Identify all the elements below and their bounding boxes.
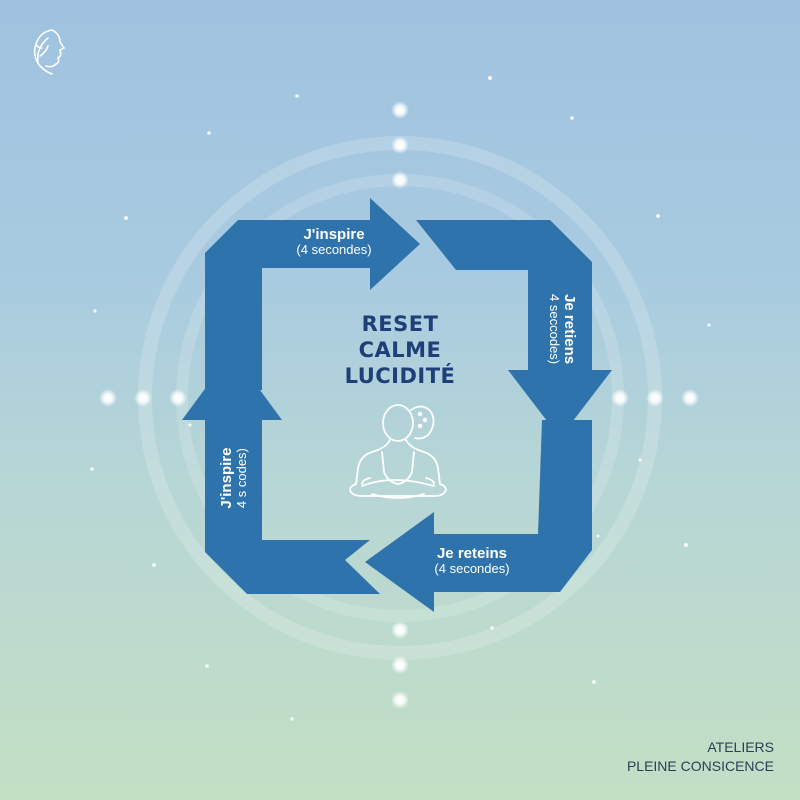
brand-signature: ATELIERS PLEINE CONSICENCE	[627, 738, 774, 776]
sparkle	[93, 309, 97, 313]
step-top-label: J'inspire (4 secondes)	[264, 226, 404, 258]
sparkle	[638, 458, 642, 462]
glow-dot	[391, 136, 409, 154]
sparkle	[90, 467, 94, 471]
step-bottom-title: Je reteins	[436, 545, 508, 562]
center-word-calme: CALME	[358, 338, 442, 362]
glow-dot	[391, 691, 409, 709]
glow-dot	[134, 389, 152, 407]
arrow-bottom-hold	[365, 420, 592, 612]
step-right-title: Je retiens	[561, 294, 579, 365]
step-left-duration: 4 s codes)	[234, 448, 250, 509]
brand-line-1: ATELIERS	[707, 739, 774, 756]
arrow-left-inhale	[182, 352, 380, 594]
step-bottom-duration: (4 secondes)	[434, 561, 510, 577]
step-left-label: J'inspire 4 s codes)	[218, 408, 250, 548]
arrow-top-inhale	[205, 198, 420, 390]
sparkle	[295, 94, 299, 98]
step-right-duration: 4 seccodes)	[546, 294, 562, 365]
sparkle	[596, 534, 600, 538]
breathing-cycle	[182, 198, 612, 612]
sparkle	[592, 680, 596, 684]
brand-line-2: PLEINE CONSICENCE	[626, 758, 774, 775]
woman-profile-leaf-icon	[33, 29, 66, 75]
axis-dots	[99, 101, 699, 709]
glow-dot	[681, 389, 699, 407]
sparkle	[570, 116, 574, 120]
glow-dot	[391, 656, 409, 674]
meditation-figure-icon	[349, 404, 447, 499]
glow-dot	[391, 171, 409, 189]
step-left-title: J'inspire	[217, 447, 235, 509]
step-top-title: J'inspire	[303, 226, 365, 243]
sparkle	[684, 543, 688, 547]
glow-dot	[99, 389, 117, 407]
step-right-label: Je retiens 4 seccodes)	[546, 259, 578, 399]
sparkle	[207, 131, 211, 135]
sparkle	[152, 563, 156, 567]
sparkle	[290, 717, 294, 721]
sparkle	[490, 626, 494, 630]
step-top-duration: (4 secondes)	[296, 242, 372, 258]
glow-dot	[611, 389, 629, 407]
sparkle	[188, 423, 192, 427]
center-word-lucidite: LUCIDITÉ	[344, 364, 456, 388]
center-word-reset: RESET	[361, 312, 439, 336]
sparkle	[656, 214, 660, 218]
sparkle	[124, 216, 128, 220]
glow-dot	[391, 621, 409, 639]
sparkle	[205, 664, 209, 668]
arrow-right-hold	[416, 220, 612, 438]
sparkle	[487, 75, 493, 81]
sparkle	[707, 323, 711, 327]
glow-dot	[646, 389, 664, 407]
glow-dot	[391, 101, 409, 119]
step-bottom-label: Je reteins (4 secondes)	[402, 545, 542, 577]
glow-dot	[169, 389, 187, 407]
sparkles	[90, 75, 711, 721]
